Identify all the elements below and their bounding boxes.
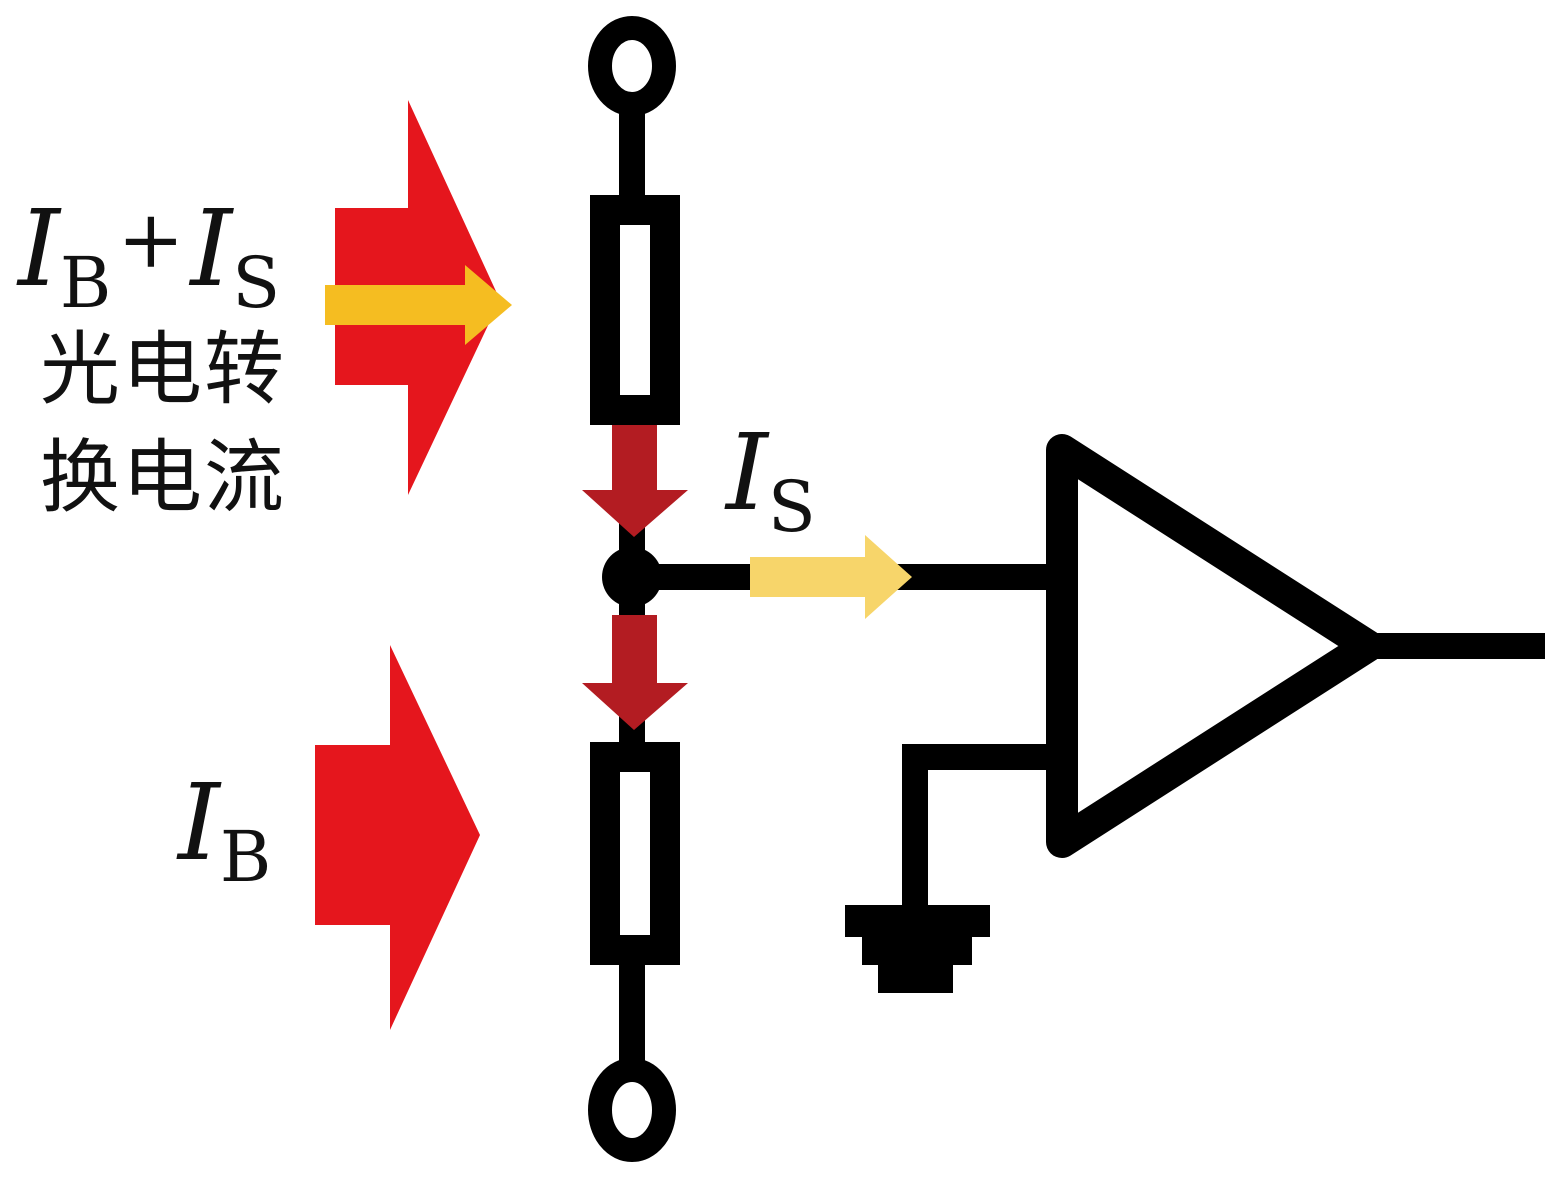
bottom-terminal	[588, 1058, 676, 1162]
amplifier-triangle	[1046, 434, 1384, 858]
top-terminal	[588, 16, 676, 116]
combined-current-label: IB+IS	[18, 193, 280, 319]
ground-symbol	[845, 905, 990, 993]
photocurrent-caption-line2: 换电流	[40, 431, 286, 524]
signal-current-label: IS	[726, 420, 816, 543]
lower-current-arrow	[582, 615, 688, 730]
label-plus: +	[117, 193, 185, 286]
bias-current-arrow	[315, 645, 480, 1030]
label-i: I	[178, 761, 220, 884]
label-i: I	[18, 187, 60, 310]
label-i: I	[190, 187, 233, 310]
bias-current-label: IB	[178, 770, 271, 893]
label-sub-b: B	[219, 816, 272, 898]
ground-wire	[902, 744, 1062, 905]
upper-current-arrow	[582, 425, 688, 537]
label-sub-b: B	[59, 242, 112, 324]
lower-resistor	[590, 742, 680, 965]
upper-resistor	[590, 195, 680, 425]
signal-in-arrow	[325, 265, 512, 345]
signal-out-arrow	[750, 535, 912, 619]
photocurrent-caption-line1: 光电转	[40, 323, 286, 416]
label-sub-s: S	[232, 242, 281, 324]
label-i: I	[726, 411, 768, 534]
label-sub-s: S	[767, 466, 816, 548]
